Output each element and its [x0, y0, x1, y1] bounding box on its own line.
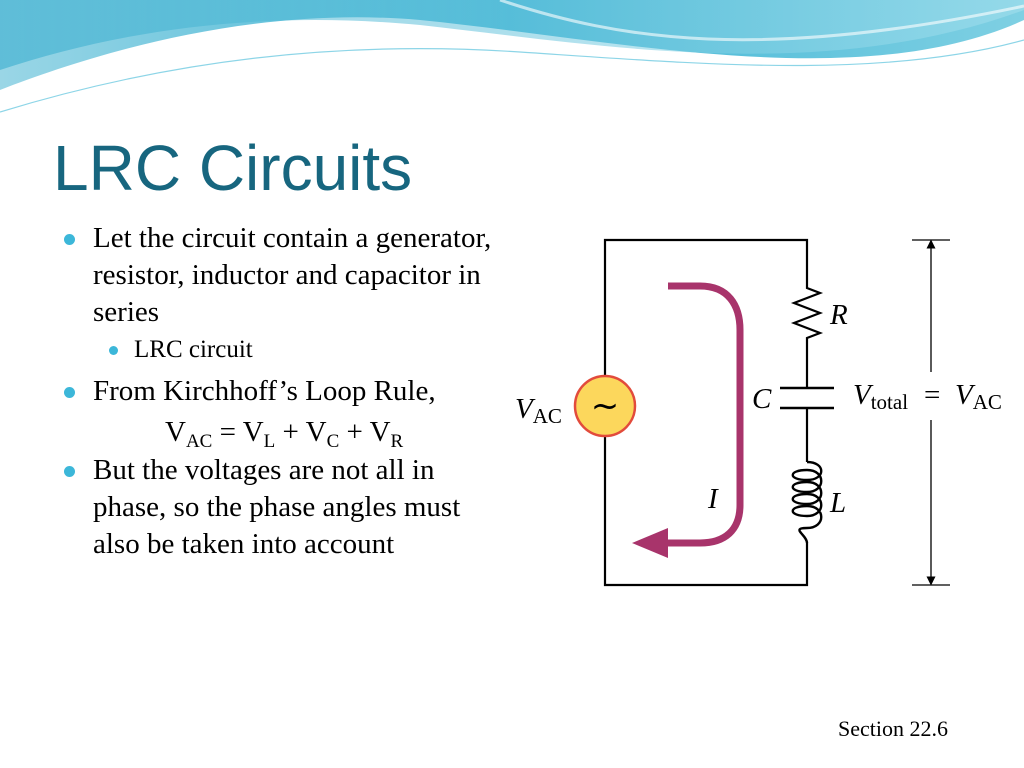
bullet-item: Let the circuit contain a generator, res… [62, 220, 502, 331]
capacitor-label: C [752, 383, 772, 415]
bullet-text: From Kirchhoff’s Loop Rule, [93, 375, 436, 407]
bullet-text: But the voltages are not all in phase, s… [93, 454, 461, 560]
ac-wave-symbol: ~ [591, 386, 620, 426]
equals-sign: = [924, 379, 940, 411]
total-voltage-label: Vtotal [853, 379, 908, 414]
sub-bullet-text: LRC circuit [134, 336, 253, 363]
circuit-wire [603, 437, 809, 587]
ac-source-icon [573, 374, 637, 438]
source-label: VAC [515, 393, 562, 428]
bullet-dot-icon [64, 234, 75, 245]
bullet-text: Let the circuit contain a generator, res… [93, 222, 492, 328]
current-label: I [707, 483, 719, 515]
resistor-symbol [790, 282, 824, 344]
bullet-dot-icon [64, 466, 75, 477]
resistor-label: R [829, 299, 848, 331]
current-arrowhead [632, 528, 668, 558]
header-banner [0, 0, 1024, 113]
inductor-coil [791, 460, 823, 544]
bullet-item: From Kirchhoff’s Loop Rule, [62, 373, 502, 410]
circuit-wire [603, 238, 809, 375]
slide-title: LRC Circuits [53, 132, 413, 204]
loop-rule-equation: VAC = VL + VC + VR [165, 416, 404, 452]
bullet-list: Let the circuit contain a generator, res… [62, 220, 502, 563]
bullet-dot-icon [64, 387, 75, 398]
section-reference: Section 22.6 [838, 716, 948, 741]
inductor-label: L [829, 487, 846, 519]
sub-bullet-item: LRC circuit [62, 333, 502, 367]
current-arrow [665, 282, 744, 547]
bullet-item: But the voltages are not all in phase, s… [62, 452, 502, 563]
lrc-circuit-diagram: ~ VAC R C L I Vtotal = VAC [515, 238, 1002, 587]
rhs-voltage-label: VAC [955, 379, 1002, 414]
bullet-dot-icon [109, 346, 118, 355]
